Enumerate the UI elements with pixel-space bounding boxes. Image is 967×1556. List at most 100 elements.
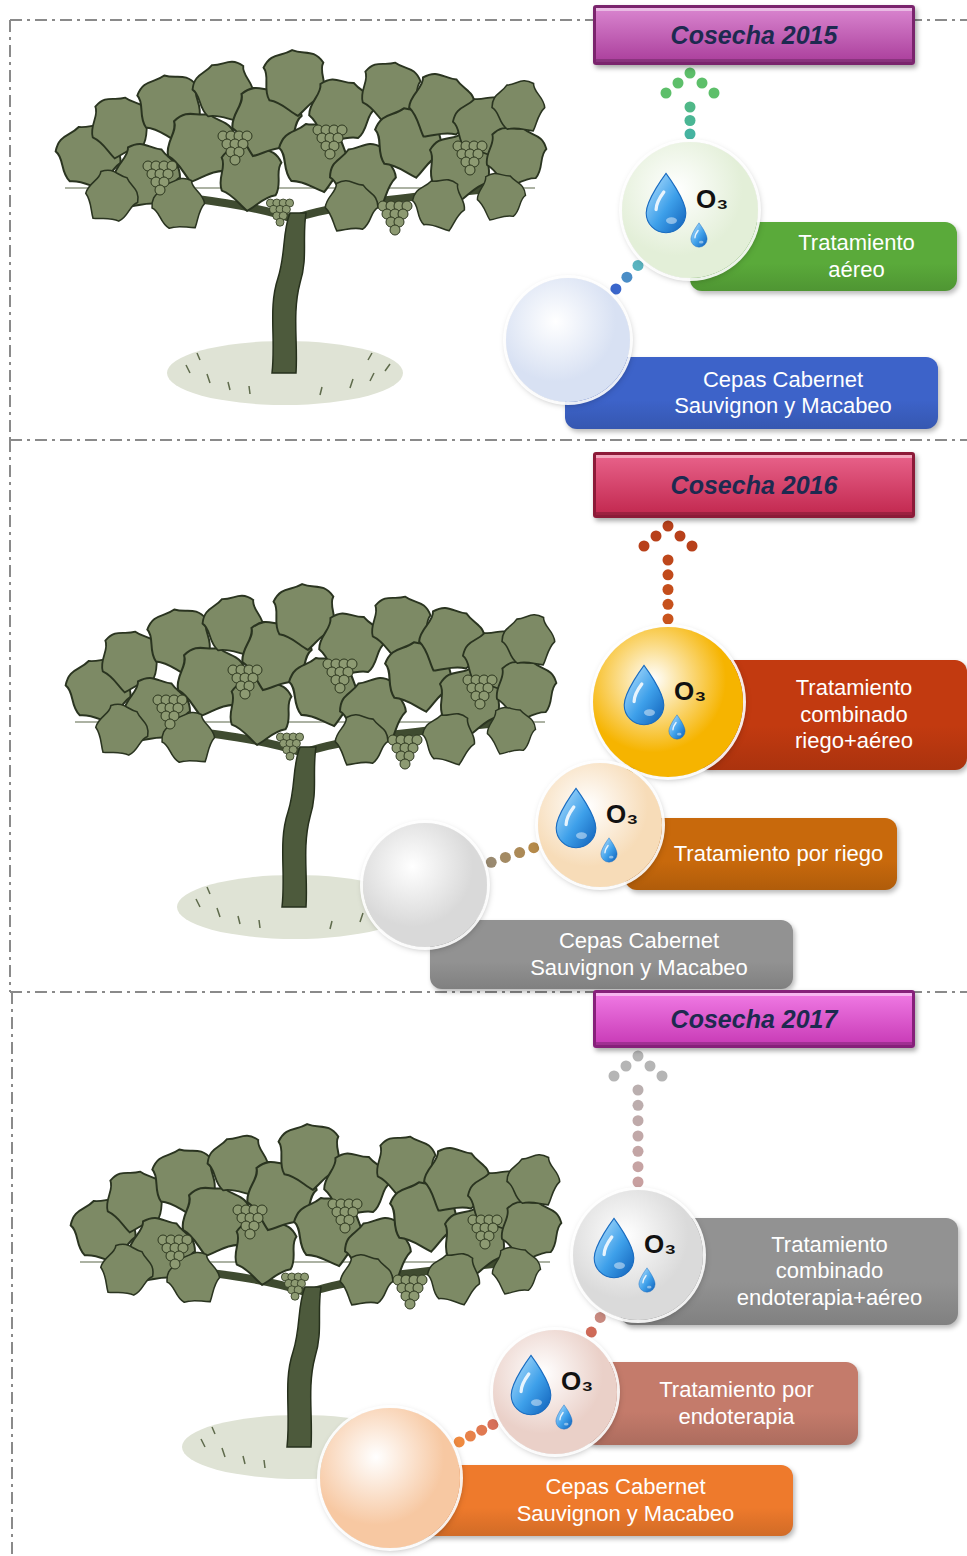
box-text: Cepas Cabernet Sauvignon y Macabeo — [527, 928, 752, 981]
box-text: Tratamiento combinado riego+aéreo — [754, 675, 954, 754]
connector-dot — [645, 1061, 656, 1072]
box-text: Tratamiento por riego — [674, 841, 884, 867]
panel-frame — [10, 20, 967, 1556]
vine-drawing — [66, 1122, 569, 1479]
box-text: Cepas Cabernet Sauvignon y Macabeo — [513, 1474, 738, 1527]
connector-dot — [685, 68, 696, 79]
connector-dot — [528, 842, 539, 853]
connector-dot — [610, 284, 621, 295]
label-box: Tratamiento por riego — [625, 818, 897, 890]
connector-dot — [476, 1425, 487, 1436]
o3-circle: O₃ — [538, 763, 662, 887]
connector-dot — [663, 521, 674, 532]
connector-dot — [633, 1177, 644, 1188]
label-box: Cepas Cabernet Sauvignon y Macabeo — [410, 1465, 793, 1536]
connector-dot — [514, 847, 525, 858]
o3-circle: O₃ — [622, 142, 758, 278]
box-text: Tratamiento combinado endoterapia+aéreo — [722, 1232, 937, 1311]
drop-icons — [493, 1330, 617, 1454]
connector-dot — [663, 555, 674, 566]
harvest-header: Cosecha 2016 — [593, 452, 915, 518]
connector-dot — [663, 569, 674, 580]
connector-dot — [486, 857, 497, 868]
drop-icons — [538, 763, 662, 887]
connector-dot — [657, 1071, 668, 1082]
dotted-connector — [486, 842, 540, 868]
harvest-header: Cosecha 2015 — [593, 5, 915, 65]
connector-dot — [687, 541, 698, 552]
connector-dot — [685, 129, 696, 140]
harvest-header: Cosecha 2017 — [593, 990, 915, 1048]
water-drop — [691, 223, 707, 247]
connector-dot — [609, 1071, 620, 1082]
connector-dot — [465, 1431, 476, 1442]
strain-node: Cepas Cabernet Sauvignon y Macabeo — [320, 1408, 793, 1548]
connector-dot — [633, 1115, 644, 1126]
o3-circle — [320, 1408, 460, 1548]
header-text: Cosecha 2016 — [671, 471, 838, 500]
o3-circle: O₃ — [593, 627, 743, 777]
connector-dot — [685, 102, 696, 113]
label-box: Cepas Cabernet Sauvignon y Macabeo — [430, 920, 793, 989]
connector-dot — [675, 531, 686, 542]
o3-circle — [506, 278, 630, 402]
o3-circle: O₃ — [493, 1330, 617, 1454]
water-drop — [639, 1268, 655, 1292]
water-drop — [624, 665, 664, 724]
o3-circle — [363, 823, 487, 947]
connector-dot — [709, 88, 720, 99]
treatment-node: Tratamiento combinado endoterapia+aéreo O… — [573, 1190, 958, 1325]
connector-dot — [500, 852, 511, 863]
water-drop — [556, 788, 596, 847]
connector-dot — [663, 584, 674, 595]
connector-dot — [633, 1051, 644, 1062]
water-drop — [669, 715, 685, 739]
dotted-connector — [639, 521, 698, 625]
dotted-connector — [454, 1419, 499, 1448]
treatment-node: Tratamiento por riego O₃ — [538, 763, 897, 890]
drop-icons — [573, 1190, 703, 1320]
box-text: Cepas Cabernet Sauvignon y Macabeo — [671, 367, 896, 420]
label-box: Tratamiento por endoterapia — [585, 1362, 858, 1445]
connector-dot — [487, 1419, 498, 1430]
header-text: Cosecha 2015 — [671, 21, 838, 50]
box-text: Tratamiento por endoterapia — [629, 1377, 844, 1430]
header-text: Cosecha 2017 — [671, 1005, 838, 1034]
water-drop — [601, 838, 617, 862]
connector-dot — [663, 614, 674, 625]
treatment-node: Tratamiento combinado riego+aéreo O₃ — [593, 627, 967, 777]
connector-dot — [697, 78, 708, 89]
connector-dot — [661, 88, 672, 99]
vine-drawing — [51, 48, 554, 405]
treatment-node: Tratamiento por endoterapia O₃ — [493, 1330, 858, 1454]
box-text: Tratamiento aéreo — [772, 230, 942, 283]
treatment-node: Tratamiento aéreo O₃ — [622, 142, 957, 291]
dotted-connector — [610, 260, 643, 295]
ozone-label: O₃ — [644, 1229, 688, 1259]
drop-icons — [593, 627, 743, 777]
connector-dot — [586, 1327, 597, 1338]
water-drop — [646, 173, 686, 232]
o3-circle: O₃ — [573, 1190, 703, 1320]
connector-dot — [621, 272, 632, 283]
connector-dot — [685, 115, 696, 126]
connector-dot — [595, 1312, 606, 1323]
connector-dot — [633, 1161, 644, 1172]
connector-dot — [454, 1436, 465, 1447]
ozone-label: O₃ — [606, 799, 650, 829]
ozone-label: O₃ — [561, 1366, 605, 1396]
water-drop — [594, 1218, 634, 1277]
connector-dot — [663, 599, 674, 610]
connector-dot — [673, 78, 684, 89]
connector-dot — [621, 1061, 632, 1072]
dotted-connector — [609, 1051, 668, 1188]
ozone-label: O₃ — [674, 676, 718, 706]
connector-dot — [633, 1085, 644, 1096]
connector-dot — [633, 1100, 644, 1111]
connector-dot — [633, 260, 644, 271]
connector-dot — [639, 541, 650, 552]
dotted-connector — [661, 68, 720, 140]
water-drop — [556, 1405, 572, 1429]
strain-node: Cepas Cabernet Sauvignon y Macabeo — [506, 278, 938, 429]
